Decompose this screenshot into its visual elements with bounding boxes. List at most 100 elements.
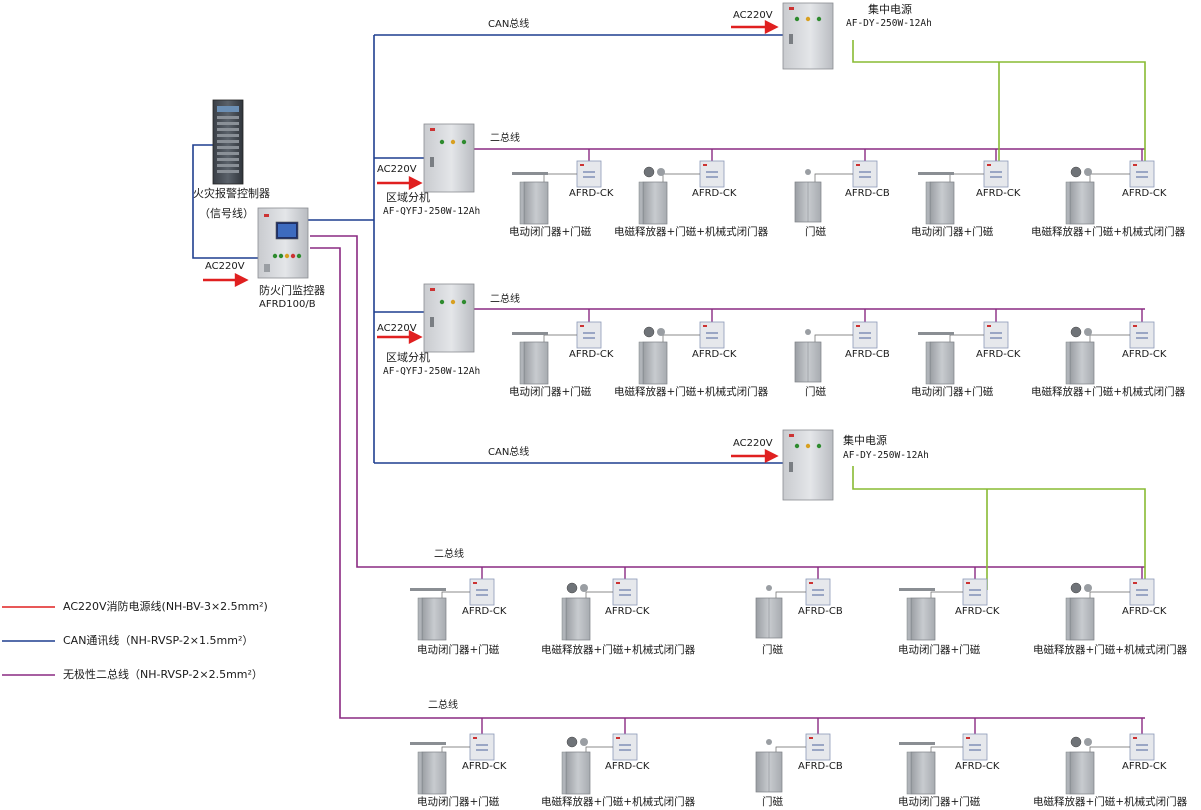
device-caption: 电磁释放器+门磁+机械式闭门器 — [1033, 796, 1188, 808]
module-indicator — [619, 594, 631, 596]
bus-lines — [310, 148, 1145, 719]
module-label: AFRD-CK — [955, 606, 1000, 617]
door-closer — [512, 172, 548, 175]
magnetic-release — [643, 166, 655, 178]
module-logo — [703, 164, 707, 166]
module-indicator — [1136, 749, 1148, 751]
module-logo — [580, 164, 584, 166]
sub2-model: AF-QYFJ-250W-12Ah — [383, 366, 481, 377]
door-frame — [638, 341, 644, 385]
module-indicator — [1136, 176, 1148, 178]
module-indicator — [619, 749, 631, 751]
module-indicator — [619, 589, 631, 591]
row4-bus-label: 二总线 — [428, 700, 458, 711]
module-label: AFRD-CK — [1122, 606, 1167, 617]
central-power-cabinet-1 — [782, 2, 834, 70]
legend-can-label: CAN通讯线（NH-RVSP-2×1.5mm²） — [63, 634, 254, 647]
device-caption: 电动闭门器+门磁 — [509, 226, 592, 238]
door-device-group — [1065, 309, 1155, 385]
module-logo — [580, 325, 584, 327]
module-logo — [616, 582, 620, 584]
magnetic-release — [1070, 736, 1082, 748]
module-indicator — [706, 176, 718, 178]
device-caption: 门磁 — [762, 644, 783, 656]
sub2-ac-label: AC220V — [377, 323, 417, 334]
door-device-group — [1065, 567, 1155, 641]
fire-door — [565, 751, 591, 795]
module-indicator — [619, 744, 631, 746]
module-logo — [1133, 737, 1137, 739]
module-label: AFRD-CK — [976, 188, 1021, 199]
module-indicator — [1136, 744, 1148, 746]
fire-door — [1069, 751, 1095, 795]
legend-bus-label: 无极性二总线（NH-RVSP-2×2.5mm²） — [63, 668, 263, 681]
magnetic-release — [1070, 582, 1082, 594]
module-indicator — [859, 332, 871, 334]
can-lines — [192, 34, 783, 464]
device-caption: 电磁释放器+门磁+机械式闭门器 — [1033, 644, 1188, 656]
module-indicator — [969, 594, 981, 596]
door-frame — [1065, 597, 1071, 641]
module-indicator — [969, 744, 981, 746]
door-frame — [417, 597, 423, 641]
power2-ac-label: AC220V — [733, 438, 773, 449]
sub2-name: 区域分机 — [386, 351, 430, 364]
fire-door — [565, 597, 591, 641]
door-device-group — [638, 149, 725, 225]
magnetic-release — [1084, 584, 1092, 592]
module-label: AFRD-CK — [692, 349, 737, 360]
door-sensor — [766, 585, 772, 591]
device-cable — [930, 746, 963, 752]
monitor-model: AFRD100/B — [259, 299, 316, 310]
monitor-ac-label: AC220V — [205, 261, 245, 272]
module-indicator — [1136, 171, 1148, 173]
row3-bus-label: 二总线 — [434, 549, 464, 560]
control-module — [1129, 321, 1155, 349]
sub1-model: AF-QYFJ-250W-12Ah — [383, 206, 481, 217]
area-sub-cabinet-1 — [423, 123, 475, 193]
device-caption: 门磁 — [805, 386, 826, 398]
door-frame — [925, 341, 931, 385]
magnetic-release — [643, 326, 655, 338]
door-closer — [918, 172, 954, 175]
door-frame — [1065, 181, 1071, 225]
door-device-group — [512, 149, 602, 225]
door-device-group — [899, 567, 988, 641]
green-power-lines — [852, 40, 1146, 590]
power2-name: 集中电源 — [843, 434, 887, 447]
door-closer — [512, 332, 548, 335]
module-indicator — [706, 337, 718, 339]
device-caption: 电动闭门器+门磁 — [898, 644, 981, 656]
device-cable — [441, 591, 470, 598]
module-label: AFRD-CK — [605, 761, 650, 772]
module-logo — [473, 737, 477, 739]
door-device-group — [512, 309, 602, 385]
module-label: AFRD-CK — [692, 188, 737, 199]
device-cable — [543, 173, 577, 182]
door-closer — [899, 588, 935, 591]
module-indicator — [583, 337, 595, 339]
module-indicator — [583, 176, 595, 178]
module-indicator — [476, 744, 488, 746]
fire-door — [929, 341, 955, 385]
power1-ac-label: AC220V — [733, 10, 773, 21]
module-label: AFRD-CK — [976, 349, 1021, 360]
device-caption: 电磁释放器+门磁+机械式闭门器 — [541, 796, 696, 808]
module-logo — [809, 582, 813, 584]
door-frame — [519, 341, 525, 385]
device-cable — [775, 591, 806, 598]
device-caption: 电动闭门器+门磁 — [509, 386, 592, 398]
door-frame — [1065, 341, 1071, 385]
module-logo — [966, 582, 970, 584]
magnetic-release — [580, 584, 588, 592]
device-caption: 电磁释放器+门磁+机械式闭门器 — [614, 386, 769, 398]
door-device-group — [1065, 718, 1155, 795]
module-indicator — [990, 171, 1002, 173]
door-frame — [417, 751, 423, 795]
magnetic-release — [580, 738, 588, 746]
power1-model: AF-DY-250W-12Ah — [846, 18, 932, 29]
device-cable — [775, 746, 806, 752]
legend-lines — [2, 606, 55, 676]
